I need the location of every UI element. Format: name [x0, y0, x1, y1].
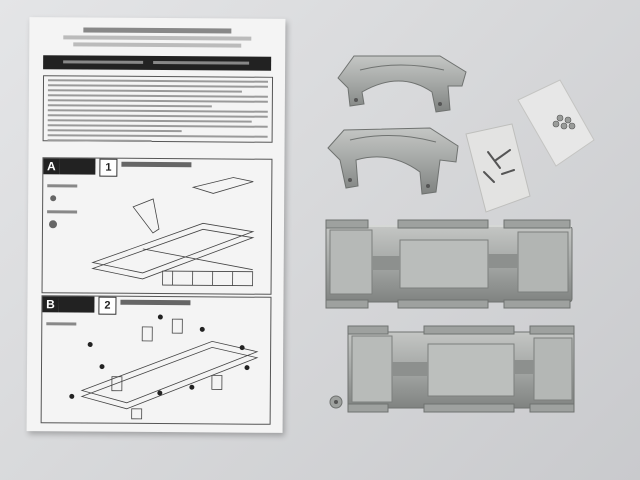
- axle-diagram: [69, 314, 259, 420]
- section-b-chassis-assembly: B 2: [40, 295, 272, 425]
- gearbox-mount-frame: [337, 55, 467, 113]
- chassis-diagram: [49, 177, 255, 287]
- gearbox-mount-frame: [327, 127, 459, 195]
- instruction-sheet: A 1: [26, 17, 286, 433]
- nut-bag: [517, 79, 595, 167]
- chassis-plate: [329, 325, 575, 413]
- section-a-chassis-assembly: A 1: [41, 157, 273, 295]
- screw-bag: [465, 123, 531, 213]
- chassis-plate: [325, 219, 573, 309]
